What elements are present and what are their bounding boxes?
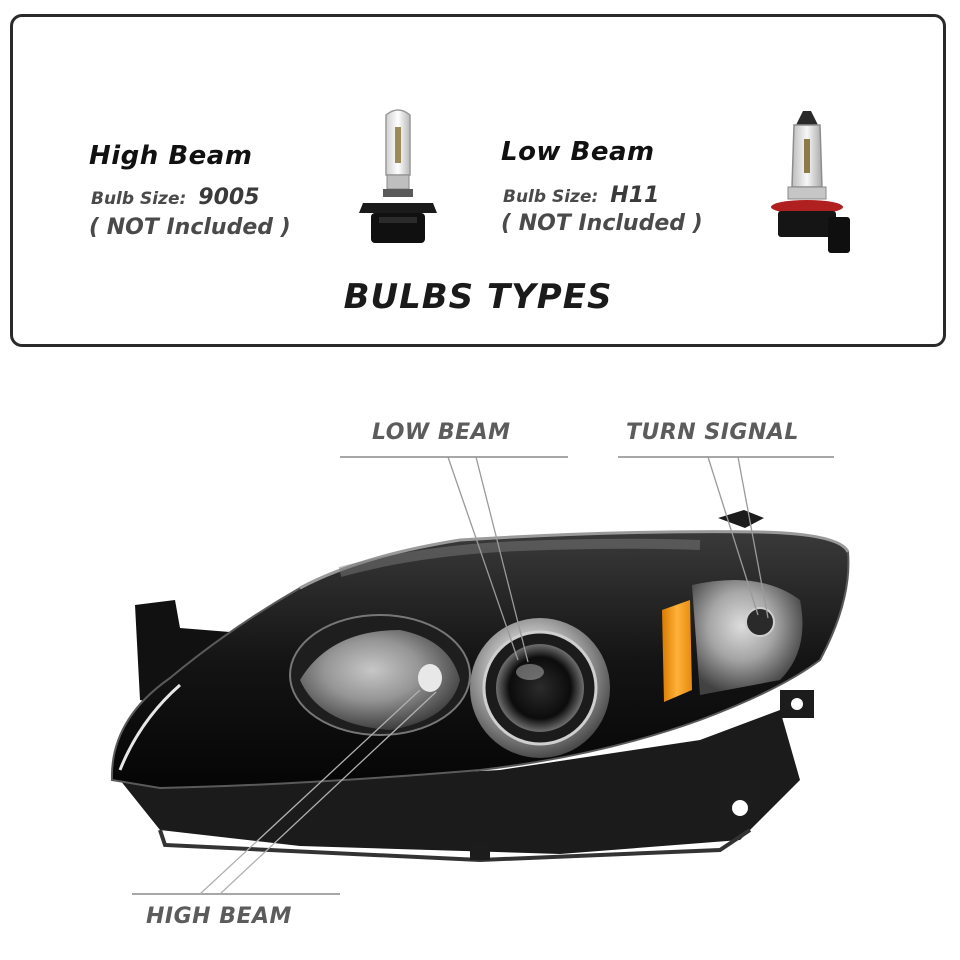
bulb-types-panel: High Beam Bulb Size: 9005 ( NOT Included …: [10, 14, 946, 347]
low-beam-size-label: Bulb Size:: [503, 187, 599, 207]
low-beam-callout: LOW BEAM: [372, 420, 511, 445]
low-beam-bulb-size: Bulb Size: H11: [503, 183, 659, 208]
turn-signal-chrome-reflector: [692, 580, 803, 695]
halogen-bulb-h11-icon: [771, 111, 850, 253]
high-beam-callout: HIGH BEAM: [146, 904, 292, 929]
turn-signal-callout: TURN SIGNAL: [626, 420, 799, 445]
low-beam-title: Low Beam: [501, 137, 655, 167]
rear-mounting-bracket: [135, 600, 230, 705]
high-beam-size-value: 9005: [198, 185, 260, 210]
housing-base: [120, 710, 800, 854]
bulbs-types-heading: BULBS TYPES: [343, 277, 613, 317]
high-beam-title: High Beam: [89, 141, 253, 171]
headlight-assembly-image: [110, 456, 850, 895]
headlight-diagram: LOW BEAM TURN SIGNAL HIGH BEAM: [0, 360, 960, 960]
turn-signal-amber-reflector: [662, 600, 692, 702]
low-beam-size-value: H11: [610, 183, 660, 208]
low-beam-projector-lens: [496, 644, 584, 732]
halogen-bulb-9005-icon: [359, 109, 437, 243]
high-beam-bulb-size: Bulb Size: 9005: [91, 185, 260, 210]
low-beam-note: ( NOT Included ): [501, 211, 703, 236]
high-beam-note: ( NOT Included ): [89, 215, 291, 240]
high-beam-size-label: Bulb Size:: [91, 189, 187, 209]
